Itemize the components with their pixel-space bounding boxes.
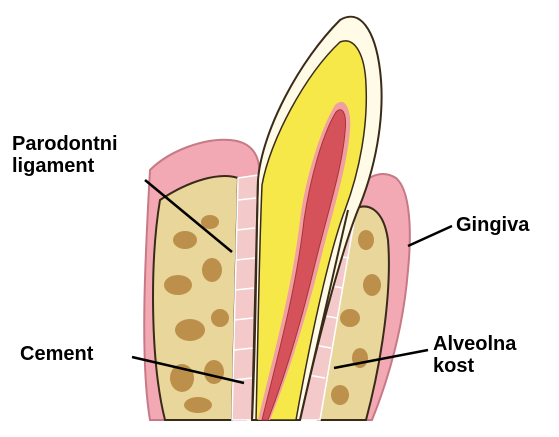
label-cement: Cement <box>20 343 93 365</box>
leader-gingiva <box>408 226 452 246</box>
label-alveolar-line1: Alveolna <box>433 333 516 355</box>
label-periodontal-ligament: Parodontni ligament <box>12 133 118 177</box>
label-gingiva-text: Gingiva <box>456 214 529 236</box>
label-periodontal-line1: Parodontni <box>12 133 118 155</box>
alveolar-bone-left <box>153 176 238 420</box>
label-cement-text: Cement <box>20 343 93 365</box>
label-alveolar-bone: Alveolna kost <box>433 333 516 377</box>
label-gingiva: Gingiva <box>456 214 529 236</box>
label-periodontal-line2: ligament <box>12 155 118 177</box>
label-alveolar-line2: kost <box>433 355 516 377</box>
